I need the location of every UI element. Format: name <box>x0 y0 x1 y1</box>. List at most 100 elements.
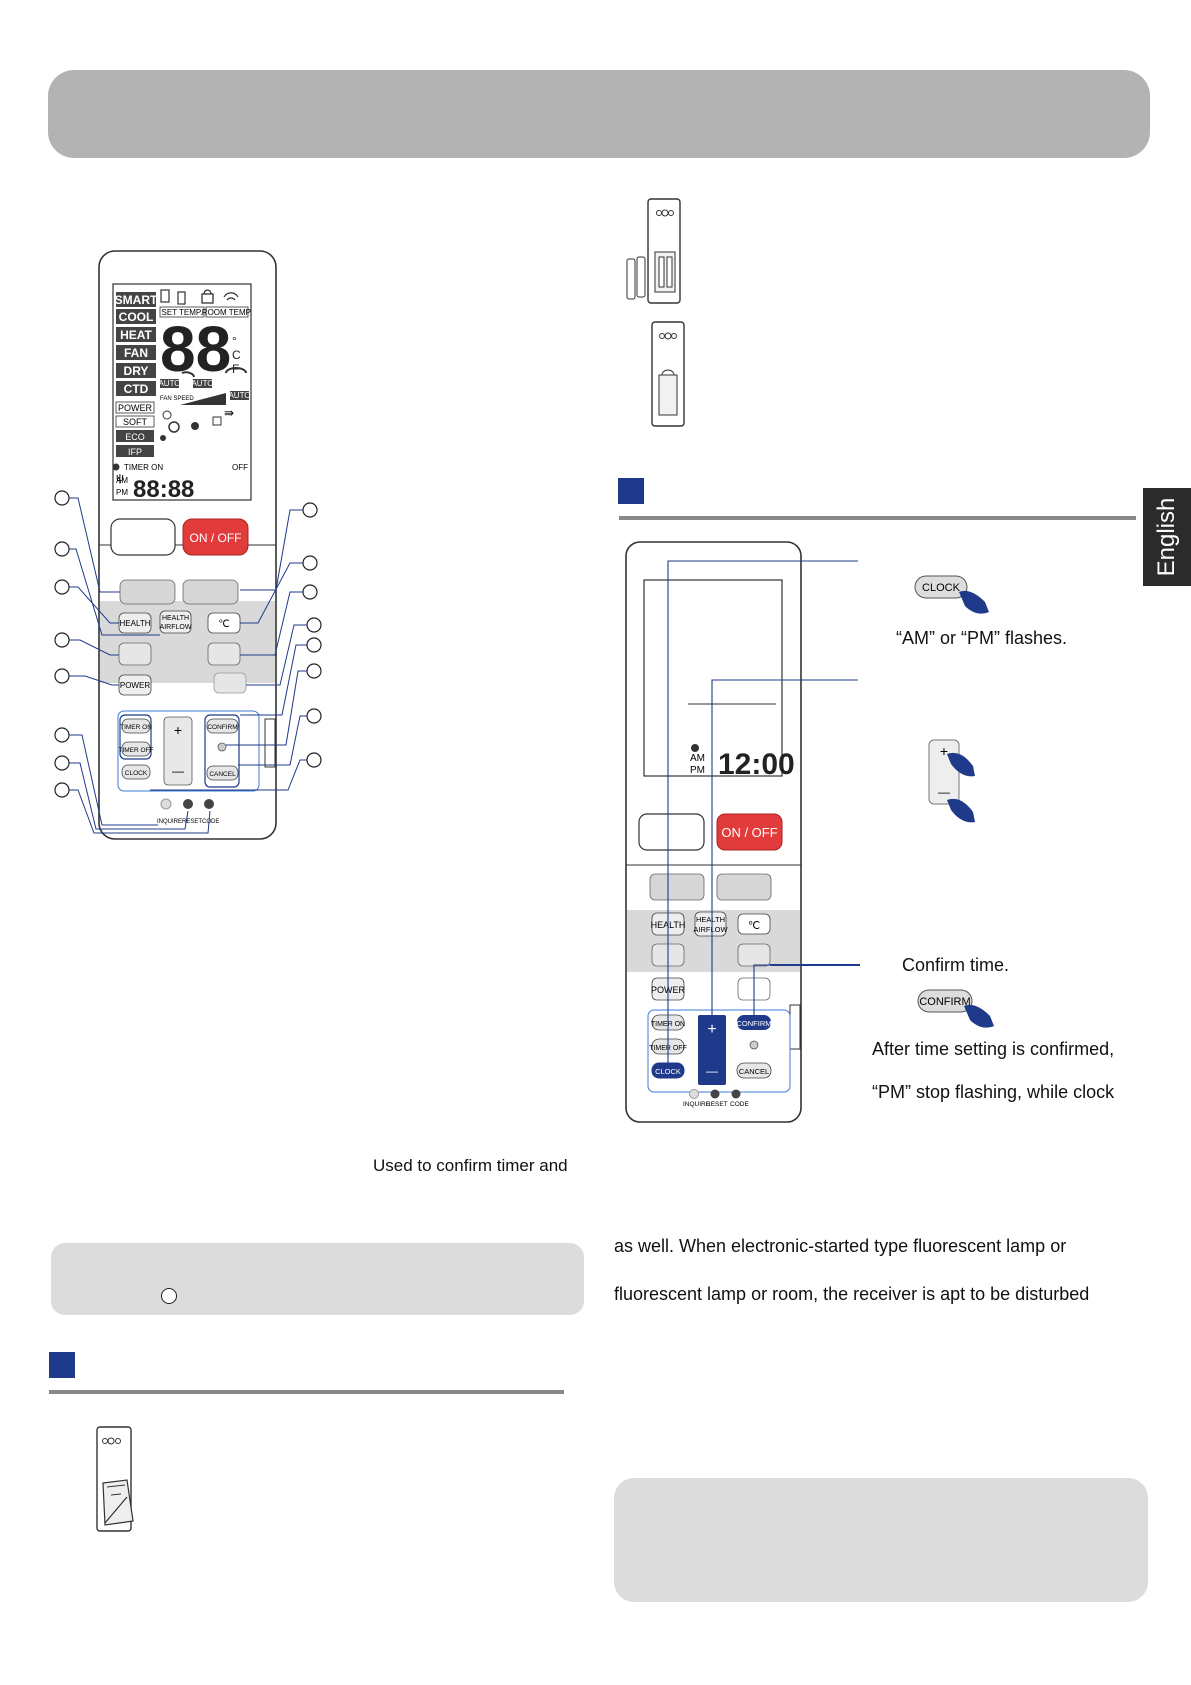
adjust-time-illustration: + — <box>925 738 1005 828</box>
paragraph-line-2: fluorescent lamp or room, the receiver i… <box>614 1284 1090 1304</box>
lcd-auto-2: AUTO <box>191 379 213 388</box>
health-airflow-button[interactable] <box>159 610 192 634</box>
lcd2-clock: 12:00 <box>718 748 795 781</box>
temp-rocker[interactable] <box>163 716 193 786</box>
svg-text:CANCEL: CANCEL <box>739 1067 769 1076</box>
confirm-leader-line <box>770 964 860 966</box>
timer-off-button[interactable] <box>121 741 151 757</box>
blank-button-low-right[interactable] <box>213 672 247 694</box>
lcd-set-temp: SET TEMP. <box>162 308 203 317</box>
lcd-mode-cool: COOL <box>119 310 154 324</box>
lcd-mode-heat: HEAT <box>120 328 152 342</box>
svg-text:—: — <box>938 785 950 799</box>
mode-button-2b[interactable] <box>716 873 772 901</box>
header-bar <box>48 70 1150 158</box>
svg-text:℃: ℃ <box>218 619 229 630</box>
lcd-am: AM <box>116 476 128 485</box>
lcd2-am: AM <box>690 753 705 764</box>
svg-text:INQUIRE: INQUIRE <box>683 1101 711 1108</box>
svg-text:TIMER ON: TIMER ON <box>120 724 152 731</box>
svg-text:C: C <box>232 348 241 362</box>
svg-text:CLOCK: CLOCK <box>125 770 148 777</box>
timer-on-button[interactable] <box>121 718 151 734</box>
section-marker-right <box>618 478 644 504</box>
clock-button-label: CLOCK <box>922 582 961 594</box>
svg-text:RESET: RESET <box>706 1101 728 1108</box>
paragraph-line-1: as well. When electronic-started type fl… <box>614 1236 1067 1256</box>
after-confirm-line1: After time setting is confirmed, <box>872 1039 1115 1059</box>
svg-text:CONFIRM: CONFIRM <box>207 724 237 731</box>
onoff-label: ON / OFF <box>190 531 242 545</box>
remote-diagram-1: SMART COOL HEAT FAN DRY CTD POWER SOFT E… <box>50 245 370 845</box>
svg-text:+: + <box>940 743 948 759</box>
mode-button-right[interactable] <box>182 579 239 605</box>
clock-button[interactable] <box>121 764 151 780</box>
celsius-button-2[interactable] <box>737 913 771 935</box>
mode-button-2a[interactable] <box>649 873 705 901</box>
lcd-timer-on: TIMER ON <box>124 463 163 472</box>
battery-cover-closed-illustration <box>650 320 690 430</box>
blank-button-top-left[interactable] <box>110 518 176 556</box>
svg-text:AIRFLOW: AIRFLOW <box>160 624 192 631</box>
health-label: HEALTH <box>120 619 151 628</box>
svg-text:CODE: CODE <box>202 819 219 825</box>
lcd-clock-digits: 88:88 <box>133 476 194 503</box>
step3-title: Confirm time. <box>902 955 1010 975</box>
svg-text:⇛: ⇛ <box>224 406 234 420</box>
note-box-right <box>614 1478 1148 1602</box>
temp-rocker-2[interactable] <box>698 1015 726 1085</box>
blank-button-mid-left[interactable] <box>118 642 152 666</box>
svg-text:CODE: CODE <box>730 1101 749 1108</box>
cancel-button[interactable] <box>206 765 239 781</box>
lcd-mode-ifp: IFP <box>128 447 142 457</box>
lcd-auto-1: AUTO <box>158 379 180 388</box>
clock-press-illustration: CLOCK <box>913 572 1003 617</box>
lcd2-pm: PM <box>690 765 705 776</box>
svg-text:CANCEL: CANCEL <box>209 771 236 778</box>
battery-cover-illustration <box>93 1425 143 1535</box>
confirm-button[interactable] <box>206 718 239 734</box>
onoff-button-2[interactable] <box>716 813 783 851</box>
language-tab[interactable]: English <box>1143 488 1191 586</box>
section-marker-left <box>49 1352 75 1378</box>
blank-button-mid-right[interactable] <box>207 642 241 666</box>
step1-text: “AM” or “PM” flashes. <box>896 628 1068 648</box>
lcd-mode-smart: SMART <box>115 293 158 307</box>
lcd-mode-eco: ECO <box>125 432 145 442</box>
svg-text:℃: ℃ <box>748 920 760 932</box>
language-label: English <box>1153 497 1180 577</box>
health-airflow-button-2[interactable] <box>694 911 727 937</box>
svg-text:°: ° <box>232 334 237 348</box>
cancel-button-2[interactable] <box>736 1062 772 1079</box>
svg-text:POWER: POWER <box>120 681 150 690</box>
mode-button-left[interactable] <box>119 579 176 605</box>
lcd-mode-power: POWER <box>118 403 153 413</box>
remote-diagram-2: AM PM 12:00 ON / OFF HEALTH HEALTH AIRFL… <box>620 540 860 1125</box>
lcd-mode-soft: SOFT <box>123 417 148 427</box>
lcd-fan-speed: FAN SPEED <box>160 396 194 402</box>
svg-text:HEALTH: HEALTH <box>162 615 189 622</box>
blank-button-2[interactable] <box>638 813 705 851</box>
confirm-button-2[interactable] <box>737 1015 771 1030</box>
svg-text:CLOCK: CLOCK <box>655 1067 681 1076</box>
svg-text:+: + <box>174 722 182 738</box>
svg-text:—: — <box>172 764 184 778</box>
svg-text:ψ: ψ <box>116 472 124 484</box>
confirm-press-illustration: CONFIRM <box>916 986 1006 1031</box>
svg-text:INQUIRE: INQUIRE <box>157 819 182 825</box>
note-box-left <box>51 1243 584 1315</box>
lcd-mode-dry: DRY <box>124 364 149 378</box>
svg-text:RESET: RESET <box>182 819 202 825</box>
svg-text:CONFIRM: CONFIRM <box>737 1019 772 1028</box>
lcd-big-digits: 88 <box>160 313 231 385</box>
confirm-description: Used to confirm timer and <box>373 1156 568 1175</box>
onoff-button[interactable] <box>182 518 249 556</box>
svg-text:—: — <box>706 1064 718 1078</box>
confirm-button-label: CONFIRM <box>919 996 970 1008</box>
lcd-room-temp: ROOM TEMP. <box>202 308 252 317</box>
lcd-mode-fan: FAN <box>124 346 148 360</box>
after-confirm-line2: “PM” stop flashing, while clock <box>872 1082 1115 1102</box>
svg-text:ON / OFF: ON / OFF <box>721 825 777 840</box>
section-rule-right <box>619 516 1136 520</box>
svg-text:AIRFLOW: AIRFLOW <box>693 925 728 934</box>
